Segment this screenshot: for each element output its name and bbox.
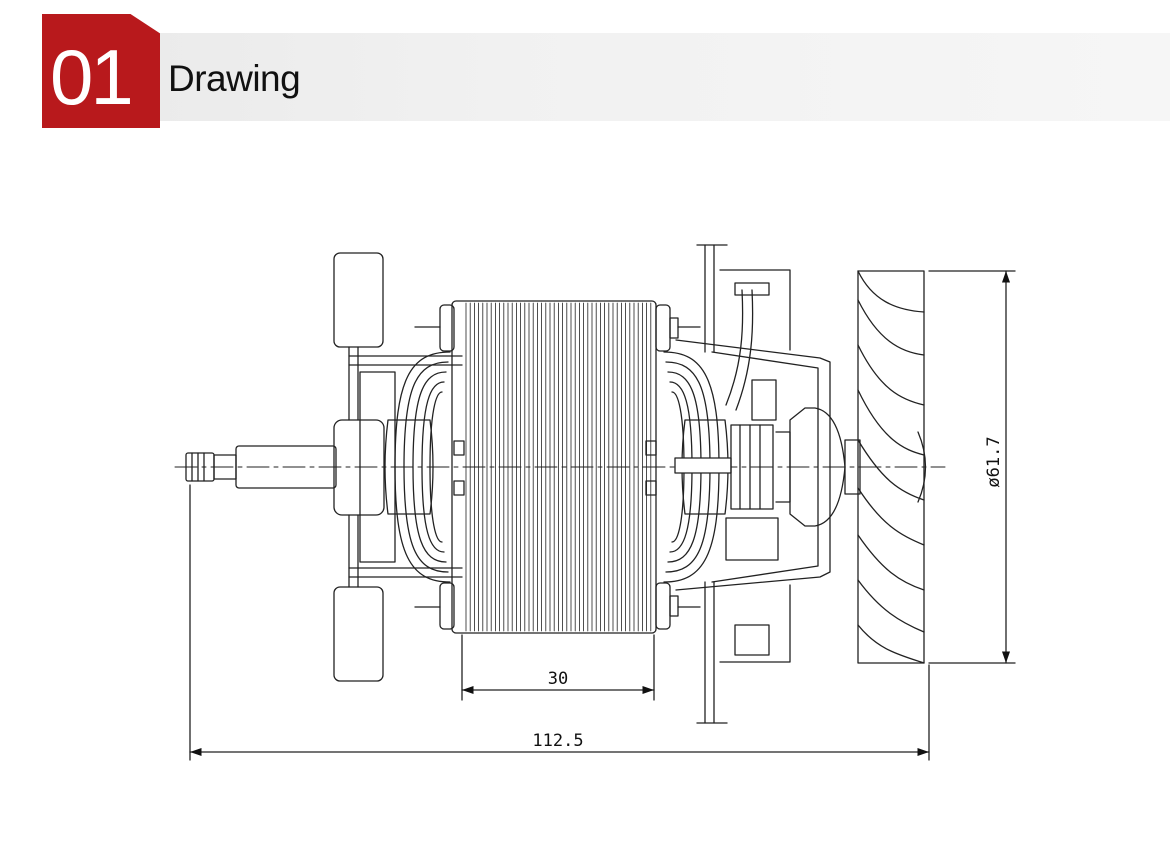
section-number-badge: 01 — [42, 14, 160, 128]
rear-bracket-plate — [696, 244, 791, 724]
dimension-label-fan-diameter: ø61.7 — [984, 436, 1004, 487]
mounting-bracket-bottom — [333, 514, 384, 682]
dimension-label-overall-length: 112.5 — [532, 731, 583, 751]
impeller-fan — [857, 270, 925, 664]
dimension-label-stator-width: 30 — [548, 669, 568, 689]
stator-lamination-stack — [414, 300, 701, 634]
dimension-fan-diameter — [928, 270, 1016, 664]
armature-core — [384, 419, 729, 515]
field-coil-left — [394, 351, 451, 583]
header-bar — [42, 33, 1170, 121]
section-title: Drawing — [168, 58, 301, 99]
motor-frame — [348, 339, 831, 591]
dimension-stator-width — [461, 634, 655, 701]
section-number: 01 — [50, 33, 134, 121]
dimension-overall-length — [189, 484, 930, 761]
fan-hub — [775, 407, 927, 527]
mounting-bracket-top — [333, 252, 384, 421]
front-bearing-housing — [333, 419, 385, 516]
brush-lead-wires — [725, 282, 770, 411]
motor-shaft — [185, 445, 337, 489]
commutator — [674, 379, 779, 561]
